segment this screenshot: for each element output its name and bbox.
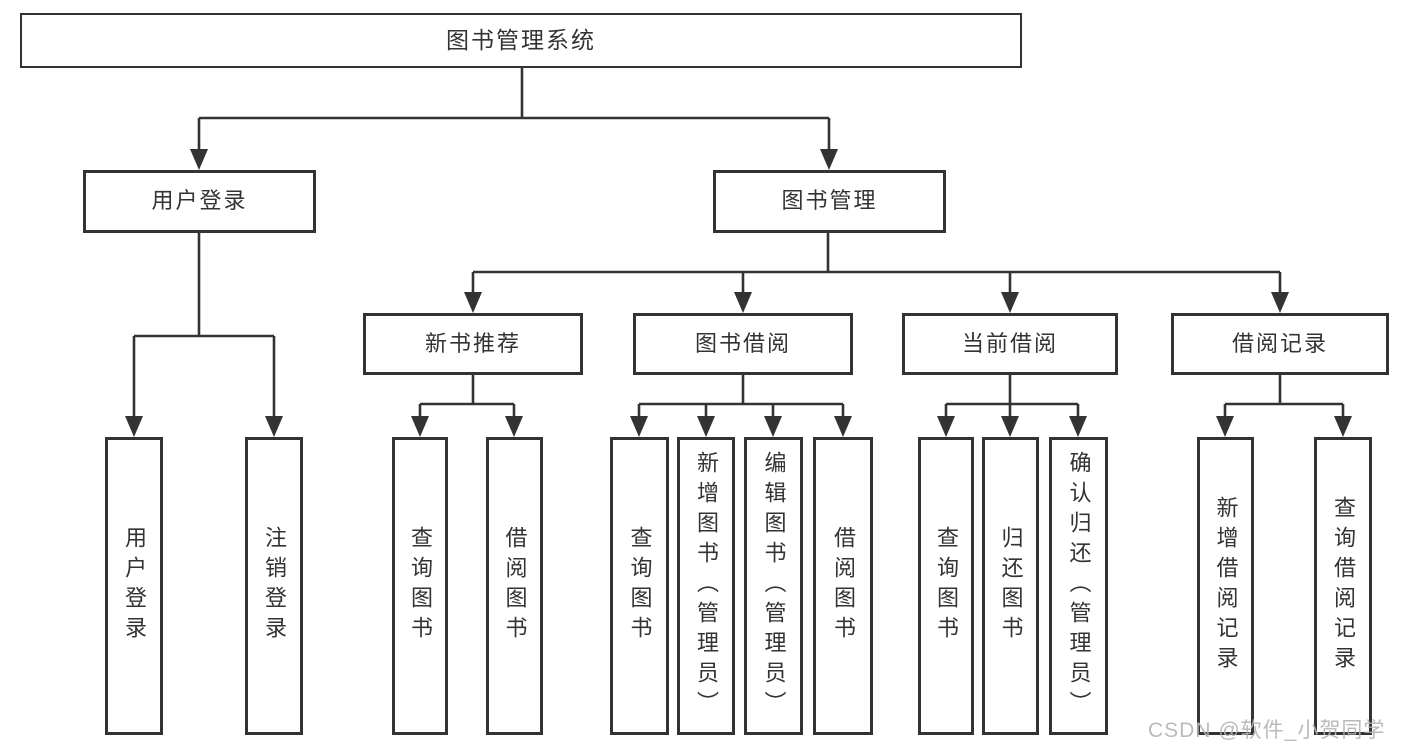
leaf-borrow-borrow-books: 借阅图书 xyxy=(813,437,873,735)
connector-borrowrecords-branch xyxy=(1223,375,1345,419)
leaf-current-query-books: 查询图书 xyxy=(918,437,974,735)
node-current-borrow: 当前借阅 xyxy=(902,313,1118,375)
node-book-management: 图书管理 xyxy=(713,170,946,233)
leaf-user-login: 用户登录 xyxy=(105,437,163,735)
connector-root-branch xyxy=(197,68,831,152)
node-borrow-records: 借阅记录 xyxy=(1171,313,1389,375)
connector-currentborrow-branch xyxy=(944,375,1080,419)
arrowheads xyxy=(125,149,1352,437)
node-user-login: 用户登录 xyxy=(83,170,316,233)
leaf-borrow-add-books-admin: 新增图书（管理员） xyxy=(677,437,735,735)
leaf-recommend-borrow-books: 借阅图书 xyxy=(486,437,543,735)
node-new-book-recommend: 新书推荐 xyxy=(363,313,583,375)
leaf-borrow-edit-books-admin: 编辑图书（管理员） xyxy=(744,437,803,735)
leaf-records-query-record: 查询借阅记录 xyxy=(1314,437,1372,735)
leaf-borrow-query-books: 查询图书 xyxy=(610,437,669,735)
connector-newbooks-branch xyxy=(418,375,516,419)
leaf-recommend-query-books: 查询图书 xyxy=(392,437,448,735)
connector-bookmgmt-branch xyxy=(471,233,1282,295)
node-system-root: 图书管理系统 xyxy=(20,13,1022,68)
node-book-borrow: 图书借阅 xyxy=(633,313,853,375)
csdn-watermark: CSDN @软件_小贺同学 xyxy=(1148,719,1386,742)
leaf-logout: 注销登录 xyxy=(245,437,303,735)
leaf-records-add-record: 新增借阅记录 xyxy=(1197,437,1254,735)
connector-userlogin-branch xyxy=(132,233,276,419)
leaf-current-confirm-return-admin: 确认归还（管理员） xyxy=(1049,437,1108,735)
leaf-current-return-books: 归还图书 xyxy=(982,437,1039,735)
connector-bookborrow-branch xyxy=(637,375,845,419)
